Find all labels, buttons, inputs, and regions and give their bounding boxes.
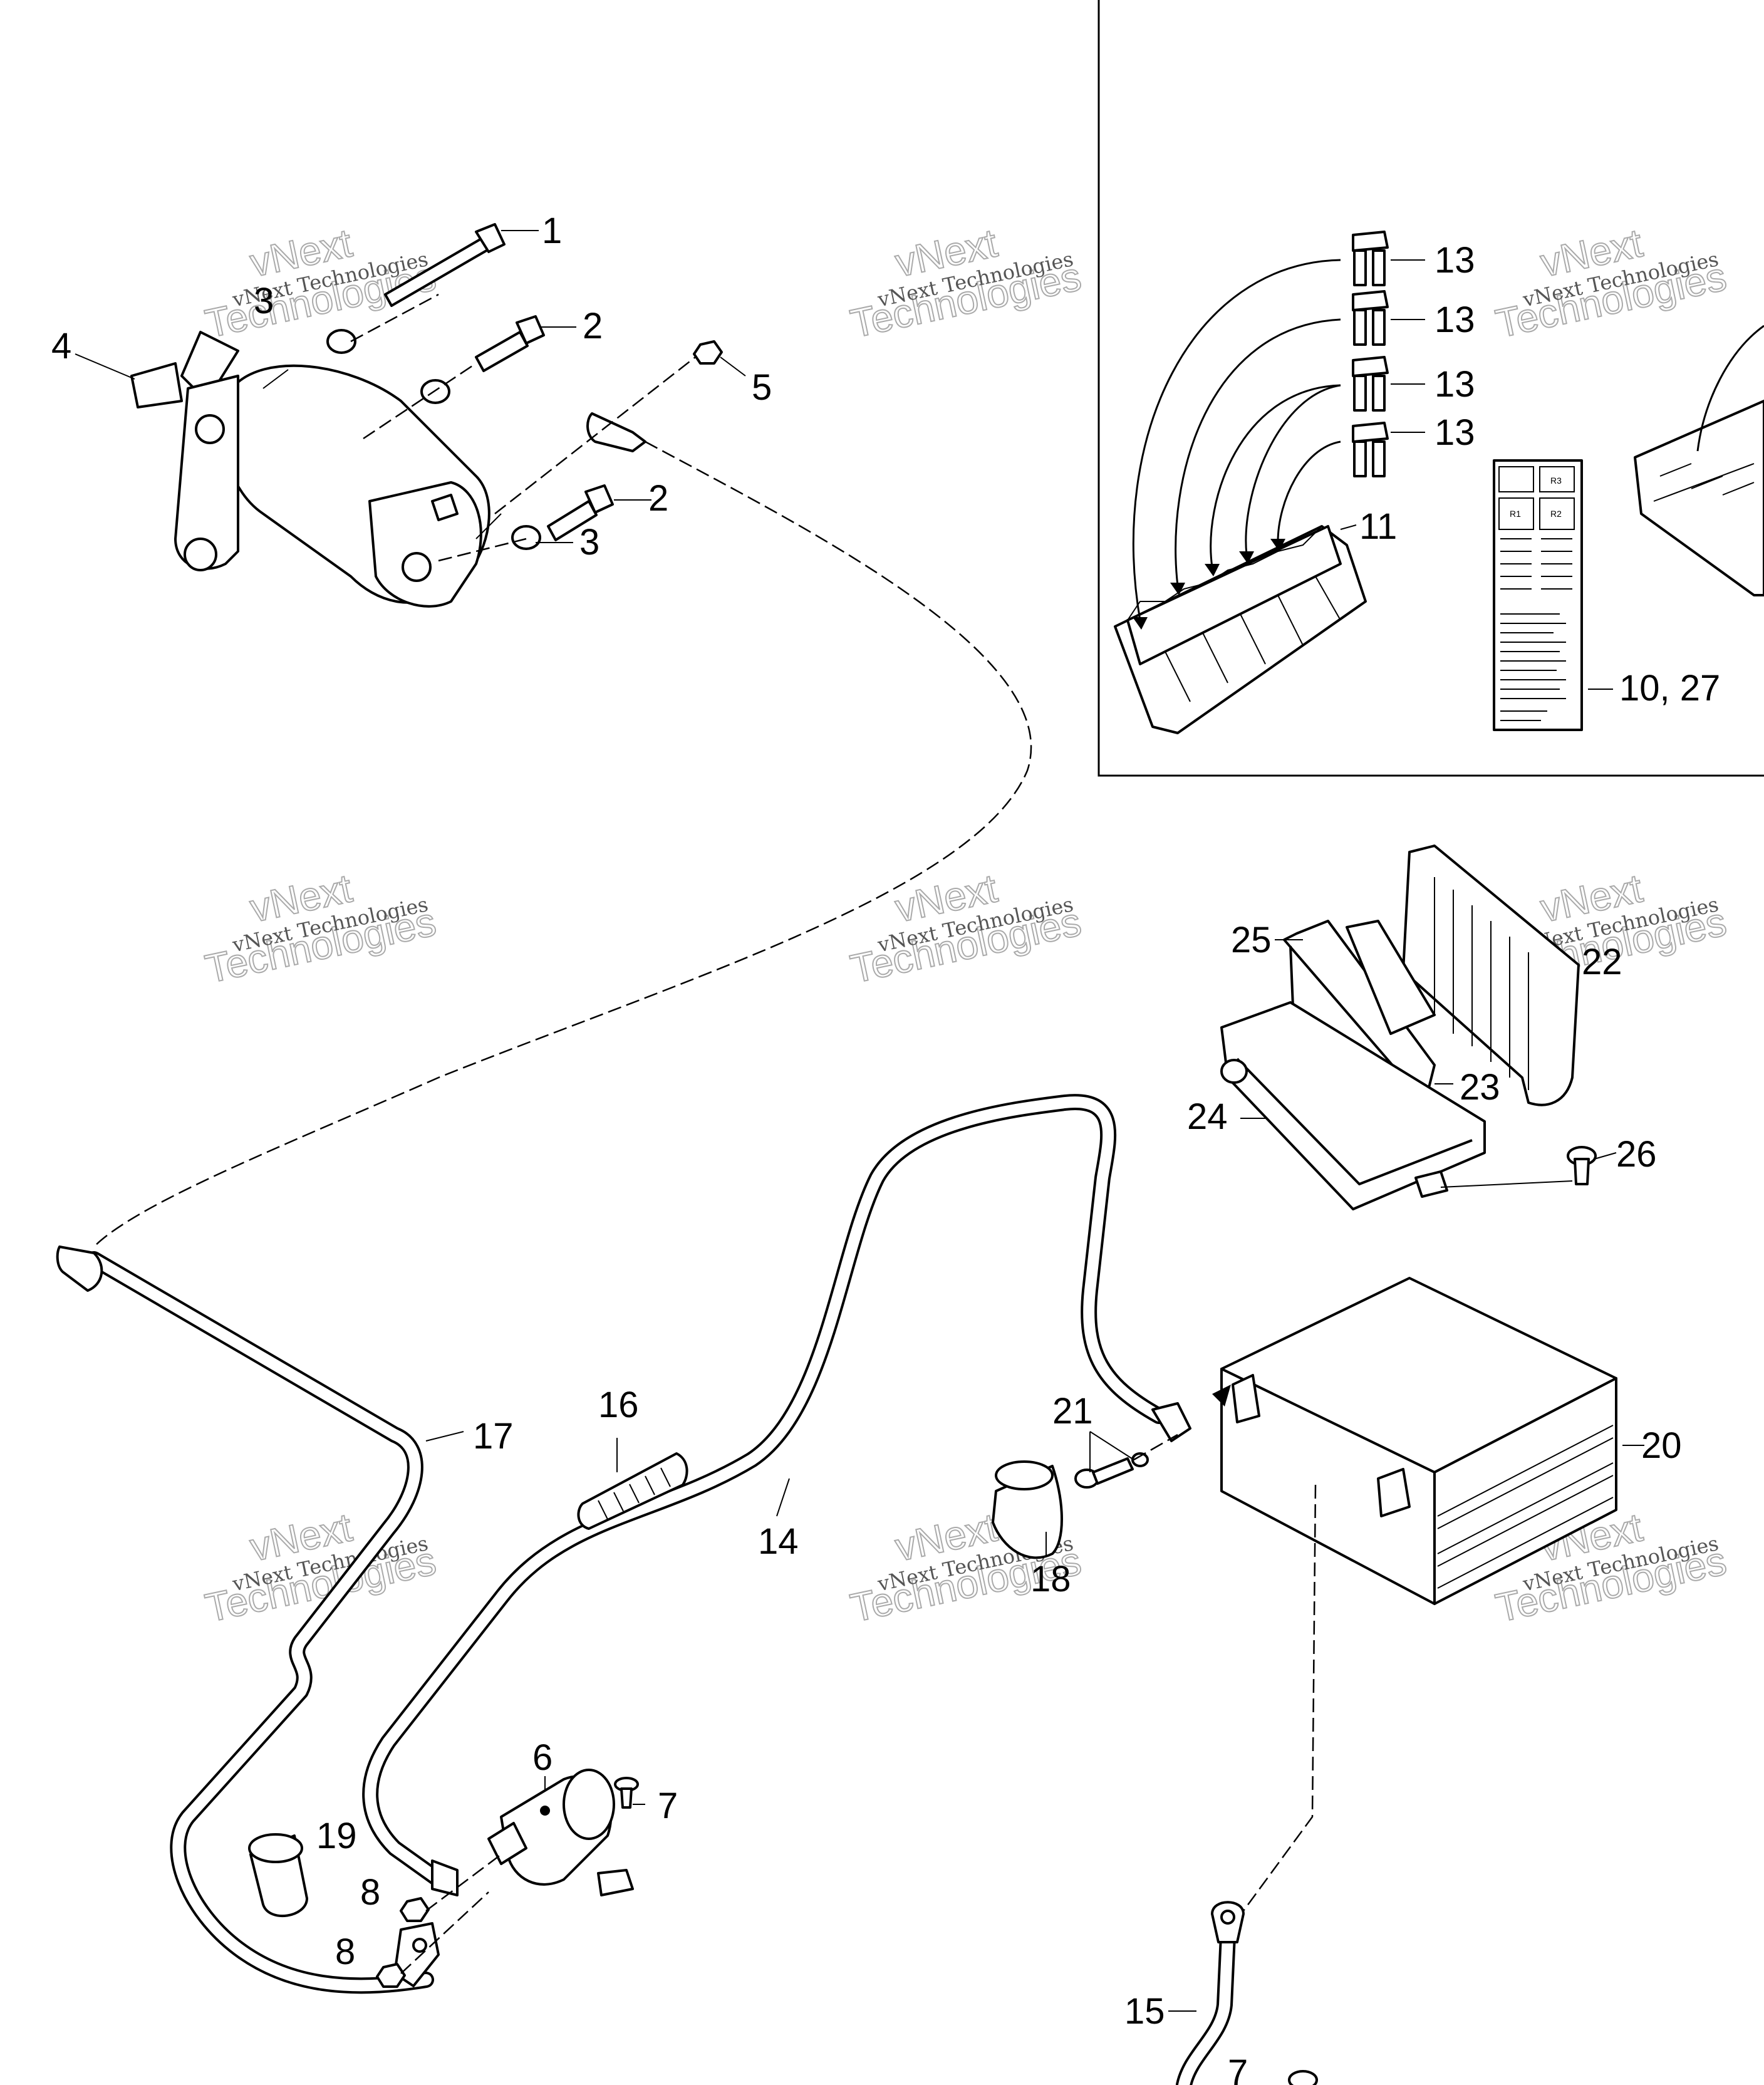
inset-frame xyxy=(1097,0,1764,777)
watermark: vNext Technologies vNext Technologies xyxy=(846,219,1086,346)
callout-23: 23 xyxy=(1460,1067,1500,1108)
callout-2: 2 xyxy=(648,478,668,519)
spring xyxy=(577,1452,688,1530)
battery xyxy=(1212,1277,1617,1605)
callout-20: 20 xyxy=(1641,1425,1682,1466)
callout-1: 1 xyxy=(542,211,562,251)
callout-22: 22 xyxy=(1582,942,1622,982)
starter-solenoid xyxy=(487,1769,634,1896)
callout-8: 8 xyxy=(360,1872,380,1913)
watermark: vNext Technologies vNext Technologies xyxy=(201,219,440,346)
starter-motor xyxy=(130,331,502,608)
callout-3: 3 xyxy=(254,281,274,321)
leader-lines xyxy=(75,230,1644,2012)
terminal-bolt xyxy=(1074,1433,1178,1489)
terminal-boot xyxy=(248,1833,308,1918)
callout-13: 13 xyxy=(1435,364,1475,405)
fuse xyxy=(1352,422,1389,477)
callouts: 1 2 2 3 3 4 5 6 7 7 8 8 10, 27 11 13 13 … xyxy=(51,211,1720,2085)
callout-24: 24 xyxy=(1187,1096,1228,1137)
watermark: vNext Technologies vNext Technologies xyxy=(201,865,440,992)
cable-17 xyxy=(56,1245,440,1994)
callout-19: 19 xyxy=(316,1816,357,1856)
bolt-long xyxy=(384,223,506,307)
washer xyxy=(511,525,541,550)
callout-21: 21 xyxy=(1052,1391,1093,1432)
callout-13: 13 xyxy=(1435,412,1475,453)
callout-18: 18 xyxy=(1030,1559,1071,1599)
callout-11: 11 xyxy=(1359,506,1397,547)
callout-7: 7 xyxy=(1228,2052,1248,2085)
fuse xyxy=(1352,356,1389,412)
callout-6: 6 xyxy=(532,1737,553,1778)
callout-16: 16 xyxy=(598,1385,639,1425)
callout-13: 13 xyxy=(1435,299,1475,340)
cable-14 xyxy=(362,1094,1191,1896)
watermark: vNext Technologies vNext Technologies xyxy=(846,865,1086,992)
relay-label-r3: R3 xyxy=(1550,476,1562,486)
screw xyxy=(1440,1146,1597,1188)
fuse-box xyxy=(1114,525,1367,734)
relay-label-r1: R1 xyxy=(1510,509,1521,519)
terminal-boot xyxy=(992,1460,1063,1559)
fuse xyxy=(1352,290,1389,346)
callout-2: 2 xyxy=(583,306,603,346)
callout-5: 5 xyxy=(752,367,772,408)
relay-label-r2: R2 xyxy=(1550,509,1562,519)
cable-lug xyxy=(586,412,646,452)
callout-13: 13 xyxy=(1435,240,1475,281)
washer xyxy=(326,329,356,354)
fuse-label-chart: R3 R1 R2 xyxy=(1493,459,1583,731)
nut xyxy=(400,1897,430,1922)
screw xyxy=(1288,2070,1318,2085)
callout-14: 14 xyxy=(758,1521,799,1562)
callout-3: 3 xyxy=(579,522,599,563)
callout-17: 17 xyxy=(473,1416,514,1457)
fuse xyxy=(1352,231,1389,286)
cable-15 xyxy=(1176,1484,1317,2085)
callout-15: 15 xyxy=(1124,1991,1165,2032)
bolt-short-lower xyxy=(547,484,614,541)
battery-holder xyxy=(1220,845,1580,1210)
callout-8: 8 xyxy=(335,1932,355,1972)
screw xyxy=(614,1777,639,1809)
nut xyxy=(693,340,723,365)
nut xyxy=(376,1963,406,1988)
callout-26: 26 xyxy=(1616,1134,1657,1175)
washer xyxy=(420,379,450,404)
callout-25: 25 xyxy=(1231,920,1272,960)
callout-4: 4 xyxy=(51,326,71,367)
bolt-short-upper xyxy=(475,315,545,372)
callout-7: 7 xyxy=(658,1786,678,1826)
callout-10-27: 10, 27 xyxy=(1619,668,1720,709)
fuse-box-assembled xyxy=(1634,325,1764,596)
watermark: vNext Technologies vNext Technologies xyxy=(1492,219,1731,346)
